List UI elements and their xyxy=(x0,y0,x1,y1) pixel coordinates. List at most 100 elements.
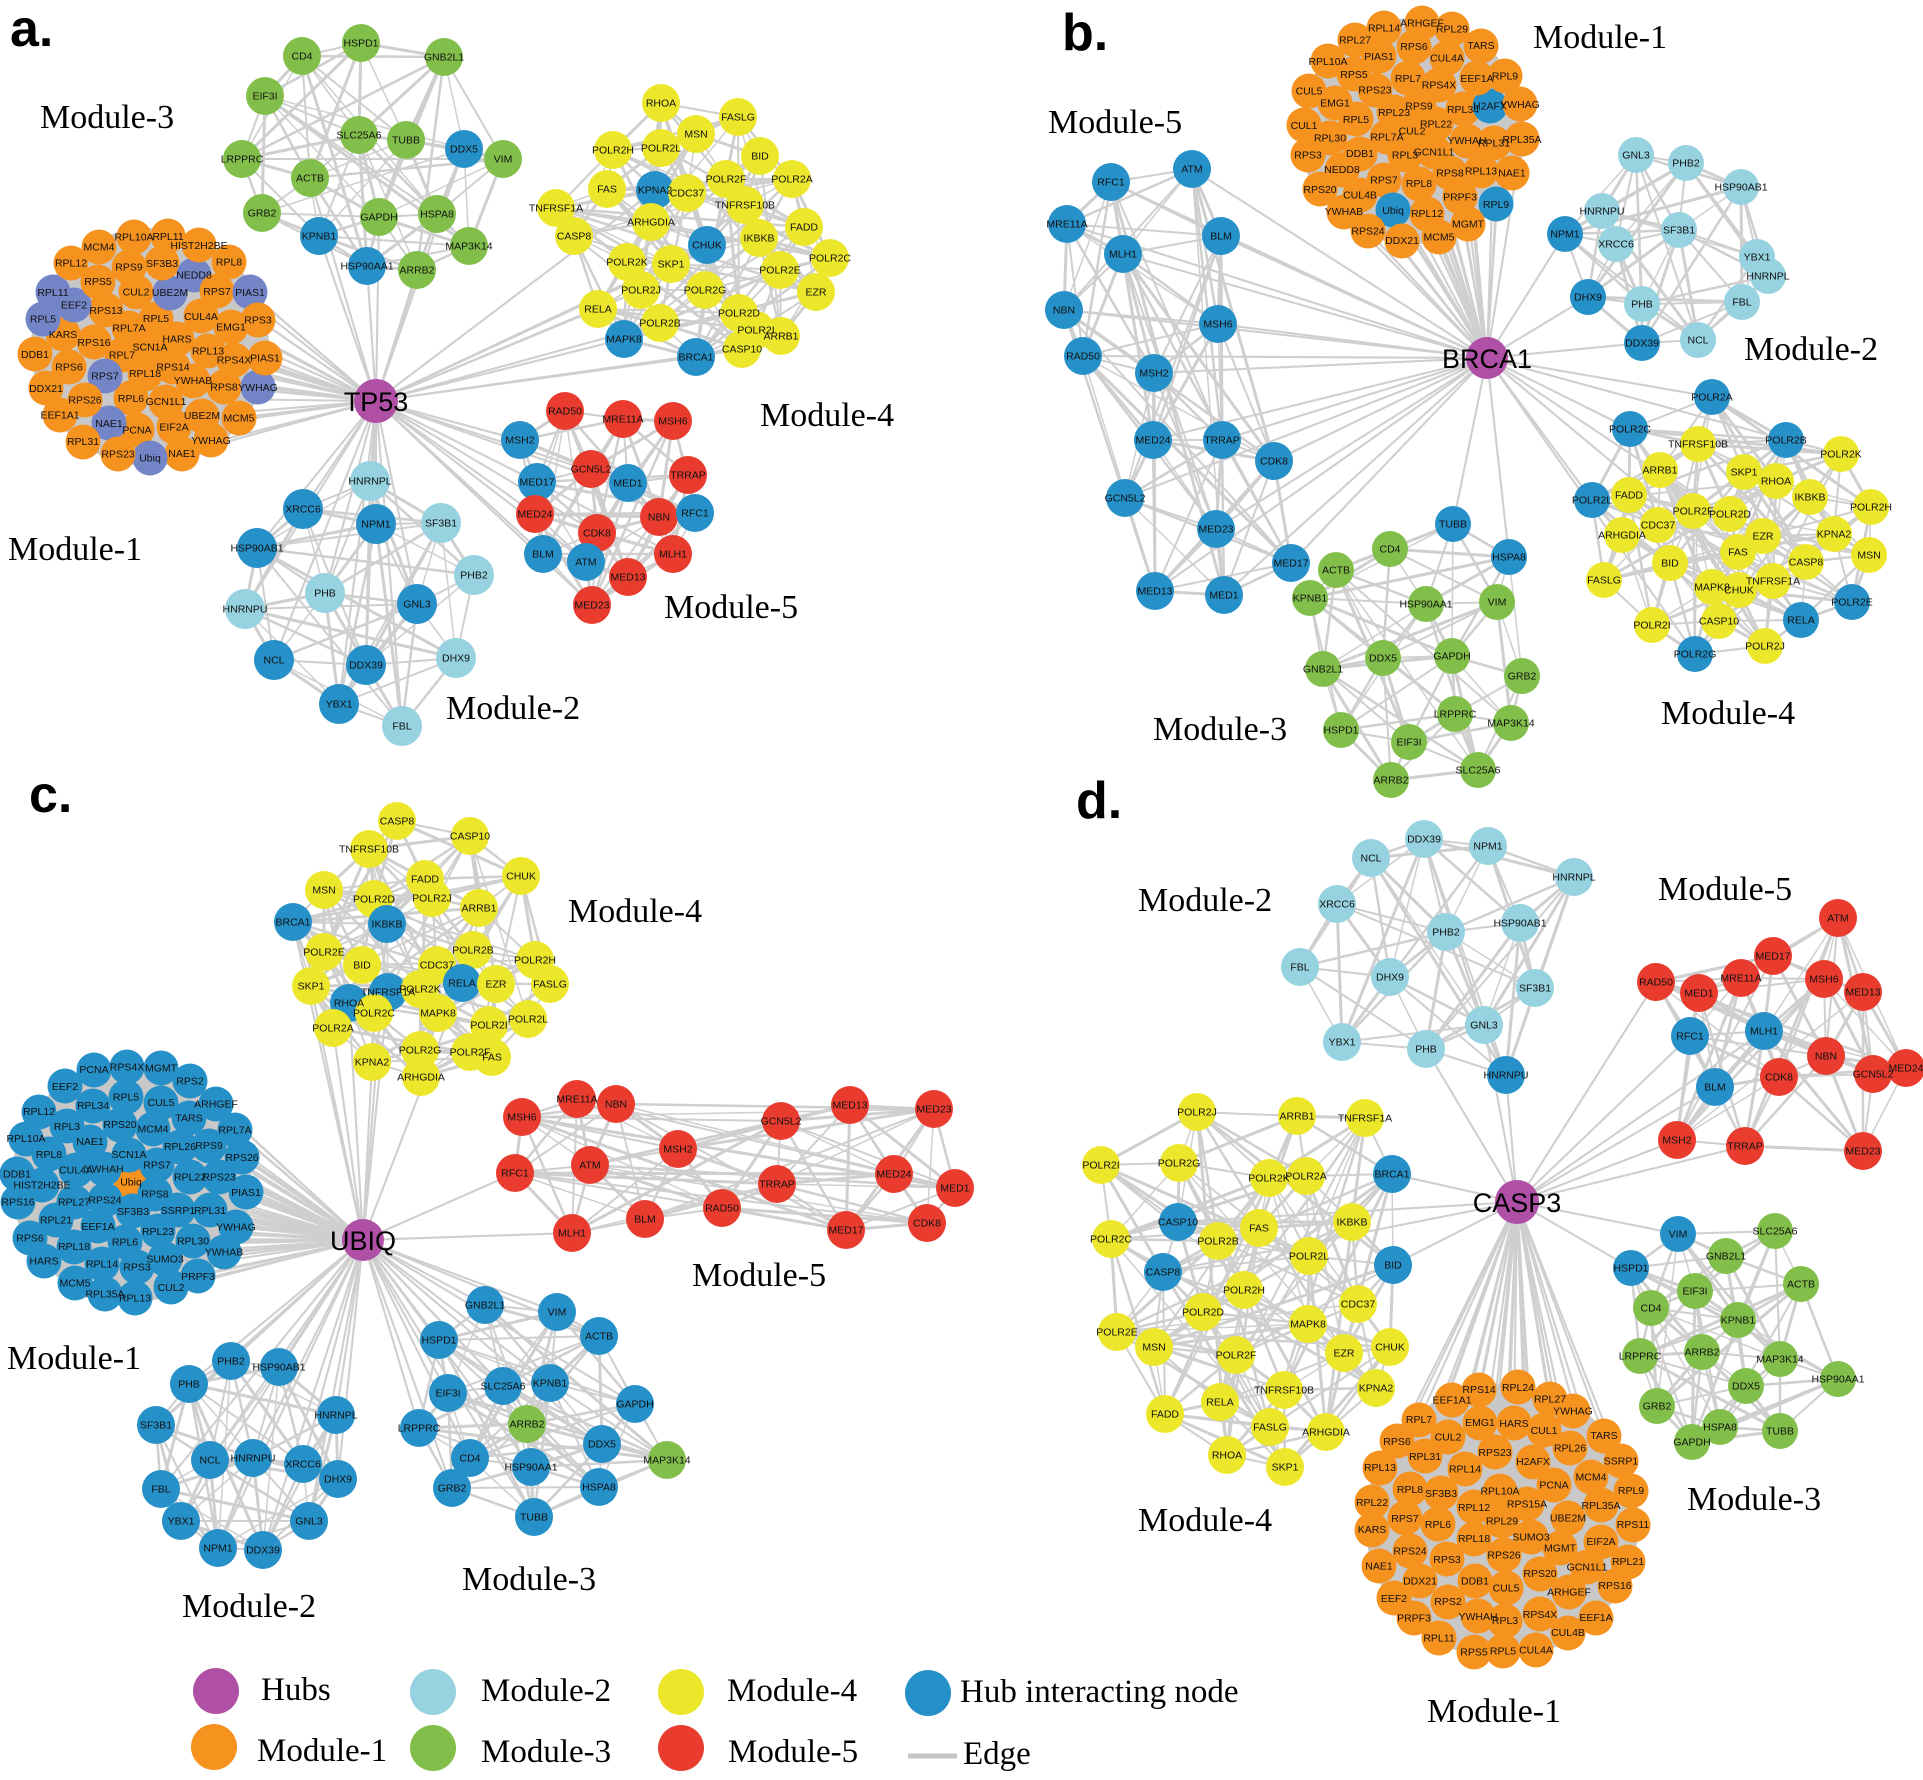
svg-text:RPL8: RPL8 xyxy=(1397,1484,1423,1496)
svg-text:FADD: FADD xyxy=(790,222,818,234)
svg-text:GCN5L2: GCN5L2 xyxy=(1853,1069,1894,1081)
svg-text:HSP90AA1: HSP90AA1 xyxy=(1811,1374,1864,1386)
svg-text:BRCA1: BRCA1 xyxy=(1442,344,1532,374)
svg-text:CUL2: CUL2 xyxy=(123,286,150,298)
svg-text:HNRNPU: HNRNPU xyxy=(223,604,268,616)
svg-text:HSPA8: HSPA8 xyxy=(582,1482,616,1494)
svg-text:EZR: EZR xyxy=(806,287,827,299)
svg-text:RPL31: RPL31 xyxy=(67,436,99,448)
svg-text:POLR2E: POLR2E xyxy=(1831,597,1872,609)
svg-text:MAPK8: MAPK8 xyxy=(606,334,642,346)
svg-text:Module-3: Module-3 xyxy=(1687,1481,1821,1518)
svg-text:POLR2A: POLR2A xyxy=(312,1023,353,1035)
svg-text:RAD50: RAD50 xyxy=(1066,351,1100,363)
svg-text:MED24: MED24 xyxy=(876,1169,911,1181)
svg-text:TARS: TARS xyxy=(1467,40,1494,52)
svg-text:TUBB: TUBB xyxy=(1439,519,1467,531)
svg-text:YWHAG: YWHAG xyxy=(191,435,231,447)
svg-text:RHOA: RHOA xyxy=(334,998,364,1010)
svg-text:RPL7: RPL7 xyxy=(109,349,135,361)
svg-text:SCN1A: SCN1A xyxy=(132,342,167,354)
svg-text:RPL5: RPL5 xyxy=(113,1091,139,1103)
svg-text:PHB: PHB xyxy=(1631,299,1653,311)
svg-text:RPL31: RPL31 xyxy=(1478,137,1510,149)
svg-text:TNFRSF10B: TNFRSF10B xyxy=(339,844,399,856)
svg-text:POLR2D: POLR2D xyxy=(1709,509,1751,521)
svg-text:POLR2E: POLR2E xyxy=(759,265,800,277)
svg-text:NAE1: NAE1 xyxy=(95,418,123,430)
svg-text:RPS26: RPS26 xyxy=(68,394,101,406)
svg-text:DDX21: DDX21 xyxy=(29,383,63,395)
svg-text:FAS: FAS xyxy=(1728,547,1748,559)
svg-text:MED17: MED17 xyxy=(1273,558,1308,570)
svg-text:PRPF3: PRPF3 xyxy=(1397,1613,1431,1625)
svg-text:RPS26: RPS26 xyxy=(225,1152,258,1164)
svg-text:CASP10: CASP10 xyxy=(722,344,762,356)
svg-text:MED23: MED23 xyxy=(574,600,609,612)
svg-text:TNFRSF10B: TNFRSF10B xyxy=(715,200,775,212)
svg-text:POLR2D: POLR2D xyxy=(1182,1307,1224,1319)
svg-text:EMG1: EMG1 xyxy=(216,321,246,333)
svg-text:RPS4X: RPS4X xyxy=(110,1062,144,1074)
svg-text:ARRB2: ARRB2 xyxy=(509,1419,544,1431)
svg-text:DHX9: DHX9 xyxy=(442,653,470,665)
svg-text:MAPK8: MAPK8 xyxy=(1290,1319,1326,1331)
svg-text:RPL23: RPL23 xyxy=(1378,107,1410,119)
svg-text:RPS7: RPS7 xyxy=(1391,1513,1419,1525)
svg-text:NCL: NCL xyxy=(199,1455,220,1467)
svg-text:GRB2: GRB2 xyxy=(1508,671,1537,683)
svg-text:SUMO3: SUMO3 xyxy=(146,1254,184,1266)
svg-text:YWHAG: YWHAG xyxy=(238,382,278,394)
svg-text:DHX9: DHX9 xyxy=(1574,292,1602,304)
svg-text:PHB2: PHB2 xyxy=(460,570,488,582)
svg-text:RPS24: RPS24 xyxy=(1351,225,1384,237)
svg-text:RPS8: RPS8 xyxy=(141,1188,169,1200)
svg-text:POLR2I: POLR2I xyxy=(470,1020,507,1032)
svg-text:CASP8: CASP8 xyxy=(1146,1267,1181,1279)
svg-text:MSH2: MSH2 xyxy=(663,1144,692,1156)
svg-text:MRE11A: MRE11A xyxy=(556,1094,597,1106)
svg-text:DDX39: DDX39 xyxy=(1625,338,1659,350)
svg-text:MSH6: MSH6 xyxy=(507,1112,536,1124)
svg-text:PHB2: PHB2 xyxy=(1672,158,1700,170)
svg-text:MED13: MED13 xyxy=(1845,987,1880,999)
svg-text:Module-5: Module-5 xyxy=(728,1734,858,1770)
svg-text:DDX5: DDX5 xyxy=(1732,1381,1760,1393)
svg-text:ATM: ATM xyxy=(579,1160,600,1172)
svg-text:RPL26: RPL26 xyxy=(1554,1442,1586,1454)
svg-text:FAS: FAS xyxy=(482,1052,502,1064)
svg-text:Module-2: Module-2 xyxy=(446,690,580,727)
svg-text:RPS5: RPS5 xyxy=(84,276,112,288)
svg-text:Module-1: Module-1 xyxy=(1533,19,1667,56)
svg-text:DDX5: DDX5 xyxy=(588,1439,616,1451)
svg-text:Module-1: Module-1 xyxy=(257,1733,387,1769)
svg-text:XRCC6: XRCC6 xyxy=(285,504,321,516)
svg-text:RPL26: RPL26 xyxy=(164,1141,196,1153)
svg-text:NAE1: NAE1 xyxy=(1498,167,1526,179)
svg-text:CD4: CD4 xyxy=(291,51,312,63)
svg-text:ARHGDIA: ARHGDIA xyxy=(627,217,675,229)
svg-text:RPS11: RPS11 xyxy=(1617,1519,1650,1531)
svg-text:POLR2G: POLR2G xyxy=(1674,649,1717,661)
svg-text:DDB1: DDB1 xyxy=(1461,1576,1489,1588)
svg-text:NCL: NCL xyxy=(1360,853,1381,865)
svg-text:RPS14: RPS14 xyxy=(1462,1384,1495,1396)
svg-text:YWHAH: YWHAH xyxy=(84,1163,123,1175)
svg-text:RPL12: RPL12 xyxy=(1458,1502,1490,1514)
svg-text:MLH1: MLH1 xyxy=(659,549,687,561)
svg-text:RPL14: RPL14 xyxy=(1449,1464,1481,1476)
svg-text:XRCC6: XRCC6 xyxy=(285,1459,321,1471)
svg-text:GNL3: GNL3 xyxy=(1622,150,1650,162)
svg-text:RPL3: RPL3 xyxy=(54,1121,80,1133)
svg-text:PRPF3: PRPF3 xyxy=(1443,192,1477,204)
svg-text:RPS15A: RPS15A xyxy=(1507,1499,1547,1511)
svg-text:CUL4B: CUL4B xyxy=(1551,1627,1585,1639)
svg-text:ARRB2: ARRB2 xyxy=(1373,775,1408,787)
svg-text:RPS6: RPS6 xyxy=(16,1233,44,1245)
svg-text:MED17: MED17 xyxy=(519,477,554,489)
svg-text:GNL3: GNL3 xyxy=(295,1516,323,1528)
svg-text:Module-1: Module-1 xyxy=(7,1340,141,1377)
svg-text:BRCA1: BRCA1 xyxy=(275,917,310,929)
svg-text:MSH6: MSH6 xyxy=(1809,974,1838,986)
svg-text:NBN: NBN xyxy=(1053,305,1075,317)
